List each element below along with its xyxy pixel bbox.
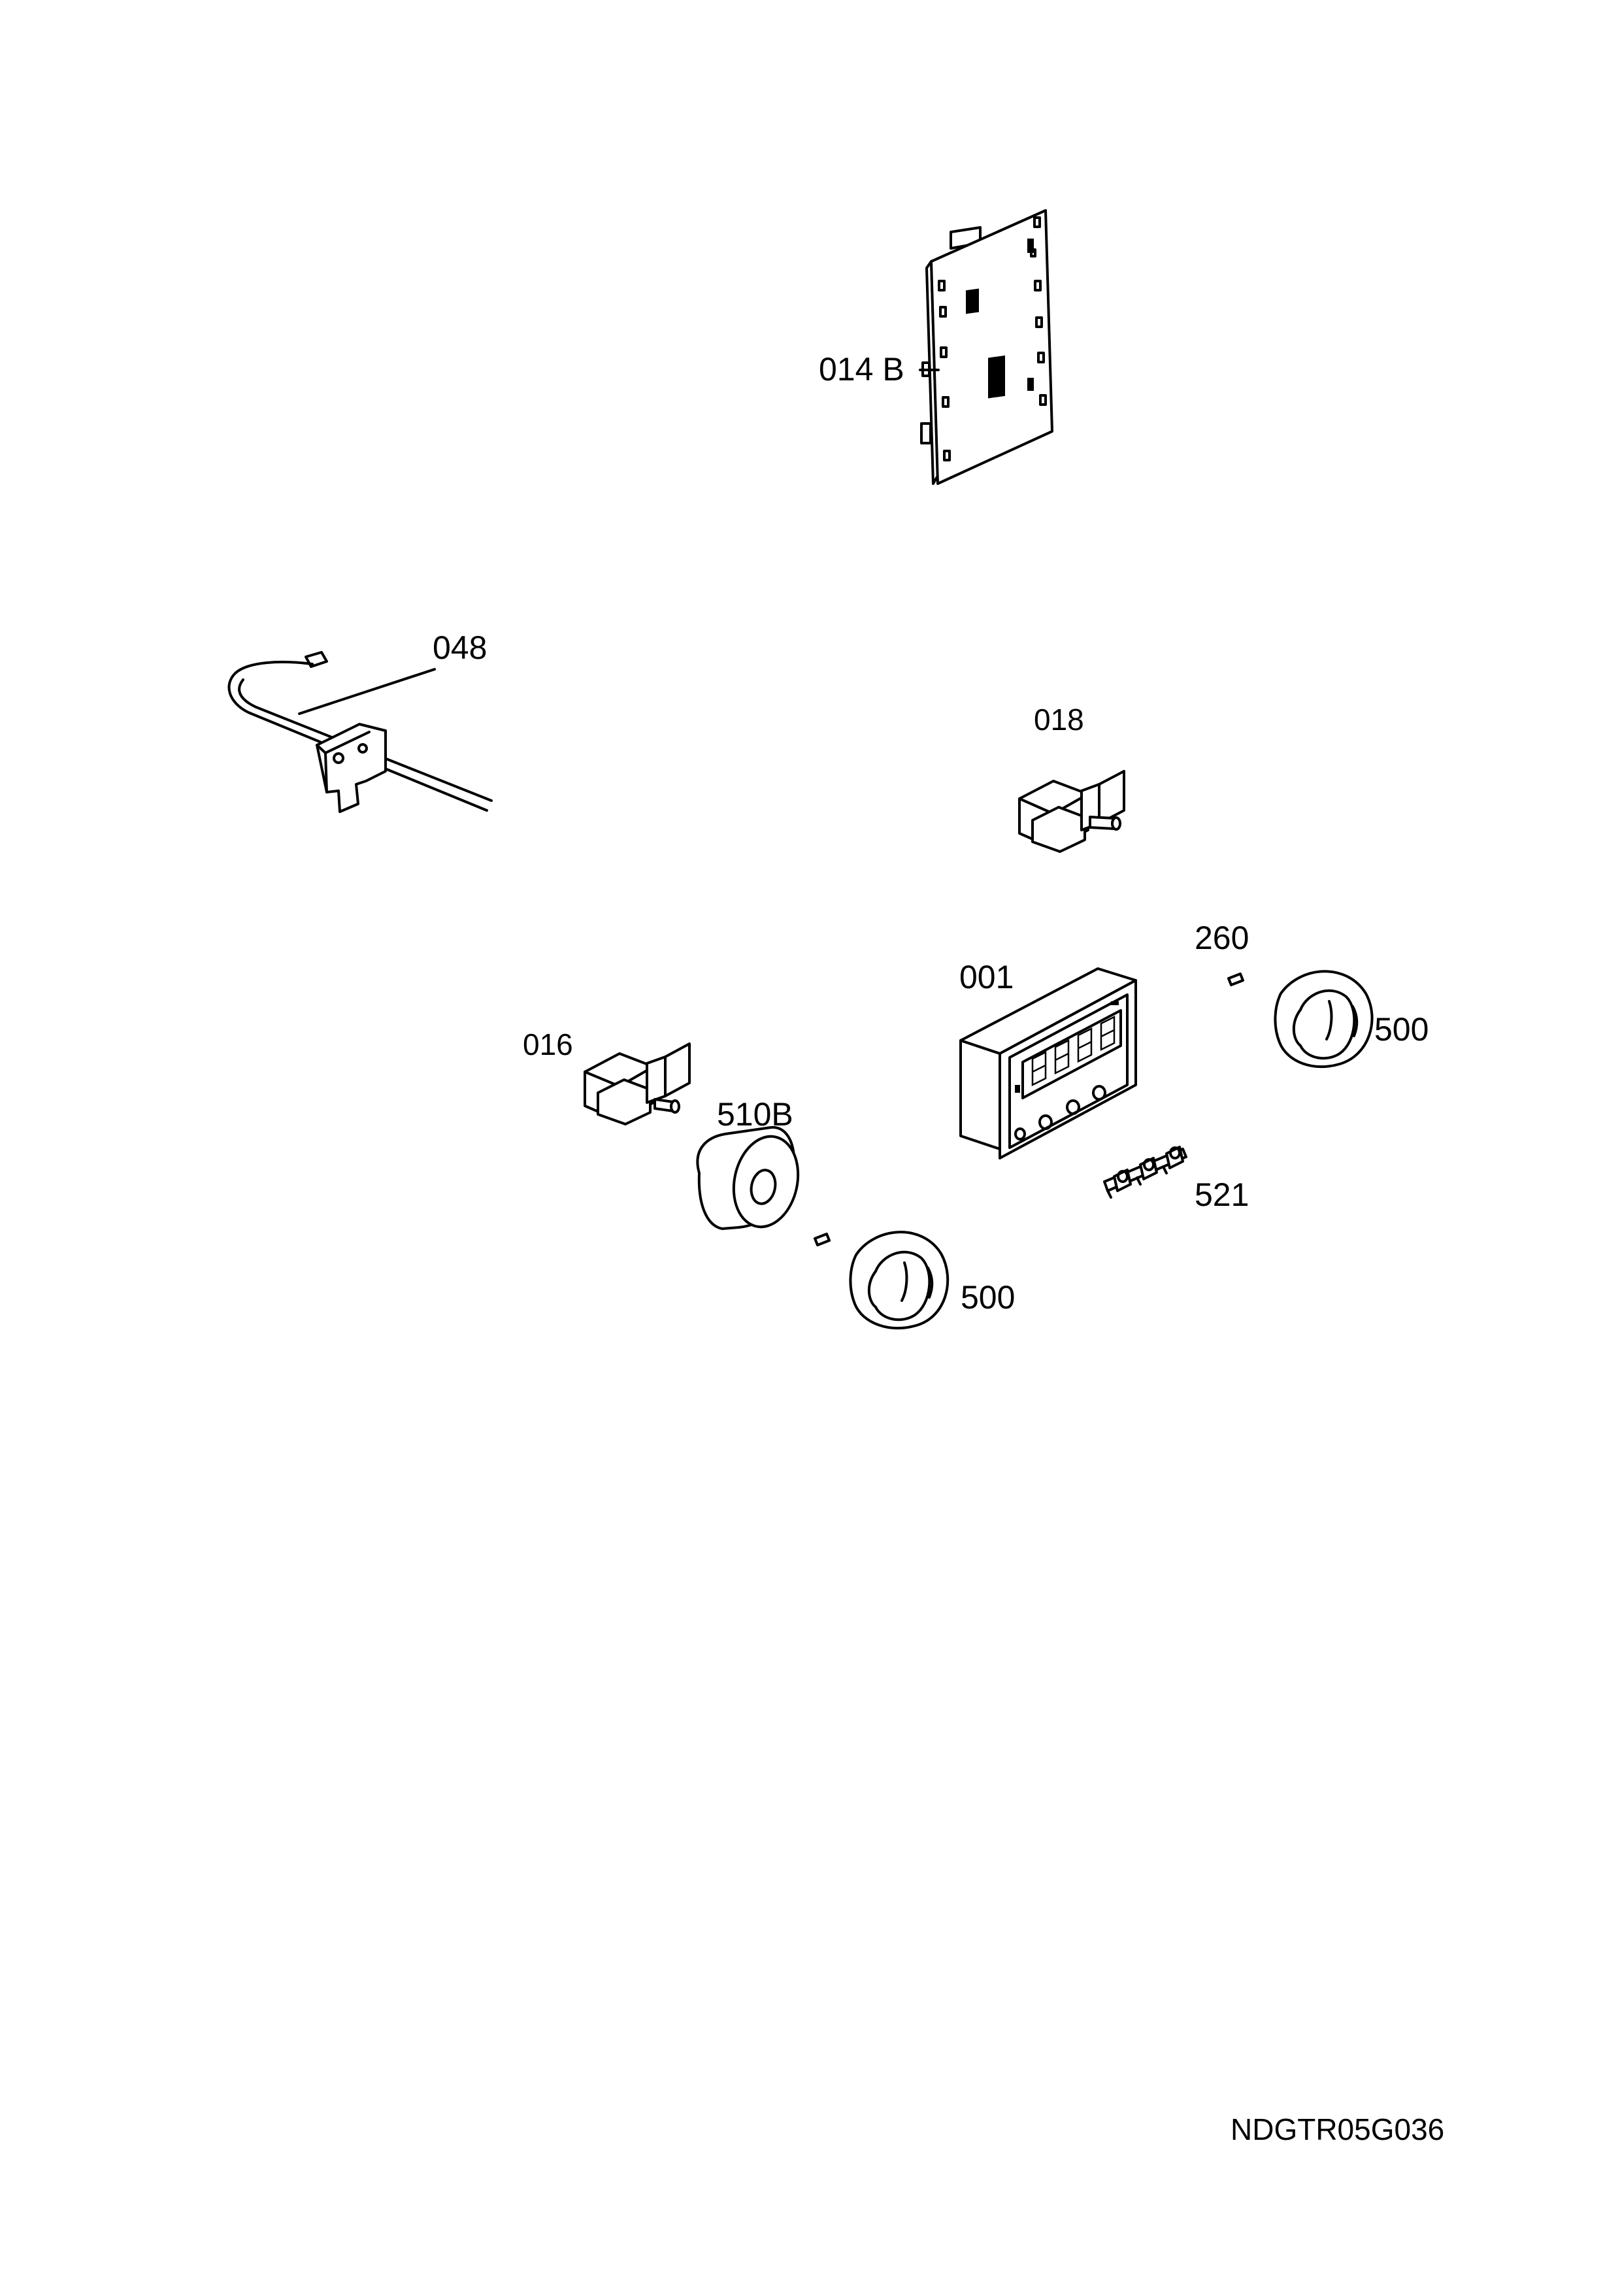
clip-near-510b-part xyxy=(814,1233,831,1246)
label-001: 001 xyxy=(959,959,1014,995)
label-500-left: 500 xyxy=(961,1279,1016,1316)
label-510b: 510B xyxy=(717,1096,793,1133)
label-521: 521 xyxy=(1195,1176,1249,1213)
circuit-board-part xyxy=(919,209,1053,485)
switch-016-part xyxy=(584,1042,691,1125)
clip-260-part xyxy=(1227,973,1244,986)
knob-500-right-part xyxy=(1274,970,1374,1069)
label-500-right: 500 xyxy=(1374,1011,1429,1048)
label-260: 260 xyxy=(1195,920,1249,956)
led-strip-521-part xyxy=(1103,1146,1187,1199)
label-014b: 014 B xyxy=(819,351,904,388)
knob-500-left-part xyxy=(849,1231,950,1330)
switch-018-part xyxy=(1018,770,1125,853)
display-unit-part xyxy=(959,967,1137,1159)
label-016: 016 xyxy=(523,1027,573,1061)
document-code: NDGTR05G036 xyxy=(1231,2112,1445,2146)
label-018: 018 xyxy=(1034,703,1084,737)
wire-bracket-part xyxy=(227,651,493,813)
label-048: 048 xyxy=(433,629,488,666)
bezel-510b-part xyxy=(696,1125,800,1230)
